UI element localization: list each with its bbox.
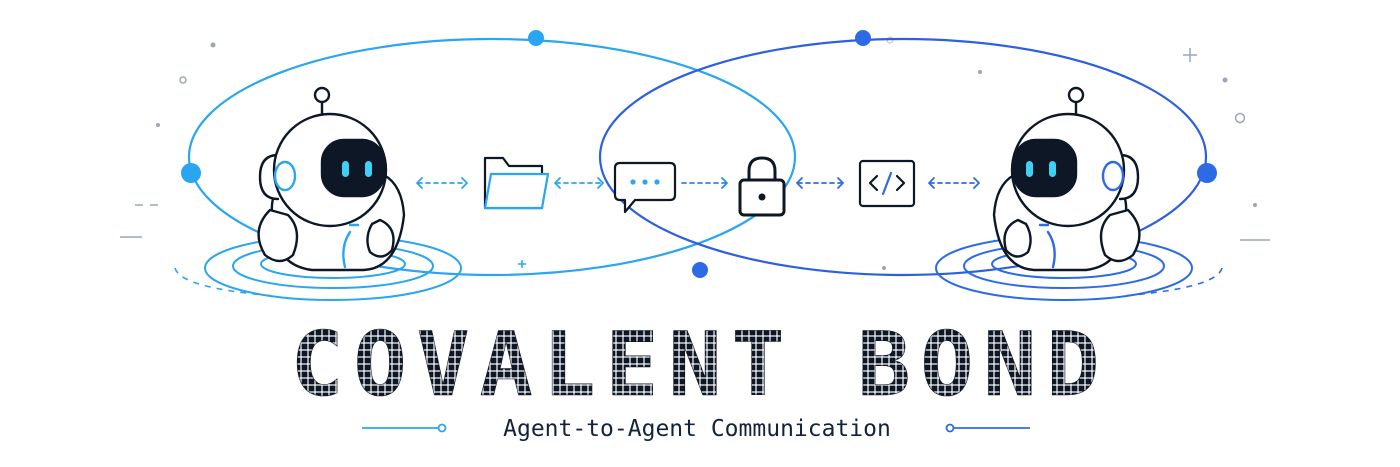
folder-icon xyxy=(483,156,550,210)
code-icon xyxy=(858,159,916,208)
chat-bubble-icon xyxy=(613,161,677,214)
loop-nodes xyxy=(181,30,1217,278)
robot-icon xyxy=(992,86,1141,272)
lock-icon xyxy=(738,156,786,217)
robot-icon xyxy=(257,86,406,272)
subtitle-rules xyxy=(362,423,1030,433)
infinity-loops xyxy=(187,37,1208,277)
arrow-heads xyxy=(416,177,980,189)
banner-subtitle: Agent-to-Agent Communication xyxy=(503,416,891,442)
banner-title: COVALENT BOND xyxy=(291,313,1110,416)
